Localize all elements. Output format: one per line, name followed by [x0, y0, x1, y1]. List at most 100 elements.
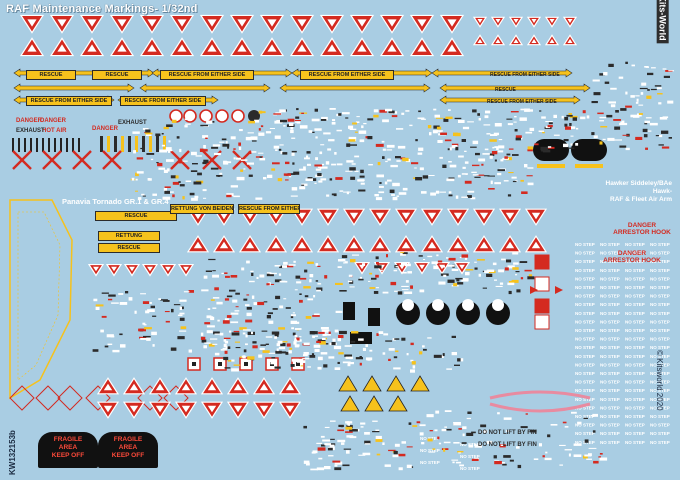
stencil-detail — [378, 191, 385, 194]
vent-bar — [12, 138, 14, 152]
brand-logo: Kits-World — [656, 0, 669, 44]
stencil-detail — [206, 315, 212, 319]
stencil-detail — [222, 347, 228, 349]
stencil-detail — [230, 275, 238, 278]
stencil-detail — [565, 126, 571, 130]
stencil-detail — [506, 259, 512, 263]
no-step-text: NO STEP — [650, 388, 670, 393]
stencil-detail — [167, 168, 170, 172]
stencil-detail — [567, 126, 576, 129]
stencil-detail — [656, 87, 662, 90]
stencil-detail — [369, 287, 376, 289]
no-step-text: NO STEP — [650, 242, 670, 247]
rescue-either-text: RESCUE FROM EITHER SIDE — [490, 72, 560, 78]
stencil-detail — [497, 150, 504, 153]
no-step-text: NO STEP — [650, 371, 670, 376]
stencil-detail — [329, 108, 336, 110]
stencil-detail — [397, 291, 403, 295]
stencil-detail — [290, 129, 294, 134]
stencil-detail — [462, 426, 467, 430]
stencil-detail — [316, 340, 321, 343]
stencil-detail — [269, 272, 277, 275]
stencil-detail — [466, 432, 474, 436]
stencil-detail — [362, 263, 366, 266]
warning-triangle-inner — [505, 212, 515, 220]
stencil-detail — [418, 110, 421, 113]
stencil-detail — [488, 188, 495, 190]
stencil-detail — [451, 145, 456, 149]
stencil-detail — [484, 115, 489, 119]
stencil-detail — [339, 190, 344, 192]
stencil-detail — [453, 283, 458, 287]
stencil-detail — [421, 442, 425, 445]
stencil-detail — [208, 343, 215, 347]
stencil-detail — [312, 450, 318, 454]
stencil-detail — [359, 362, 362, 366]
stencil-detail — [457, 174, 461, 178]
stencil-detail — [243, 298, 248, 301]
stencil-detail — [224, 350, 228, 354]
stencil-detail — [276, 120, 283, 124]
stencil-detail — [300, 277, 307, 280]
no-step-text: NO STEP — [625, 405, 645, 410]
stencil-detail — [272, 162, 280, 165]
stencil-detail — [335, 177, 343, 180]
stencil-detail — [317, 173, 322, 177]
stencil-detail — [291, 327, 294, 330]
stencil-detail — [474, 261, 477, 263]
stencil-detail — [637, 113, 642, 117]
stencil-detail — [205, 137, 208, 139]
stencil-detail — [323, 364, 328, 368]
rescue-either-text: RESCUE FROM EITHER SIDE — [487, 99, 557, 105]
stencil-detail — [201, 149, 208, 152]
stencil-detail — [337, 266, 342, 268]
stencil-detail — [658, 134, 663, 138]
stencil-detail — [470, 197, 476, 200]
no-step-text: NO STEP — [575, 397, 595, 402]
stencil-detail — [307, 177, 313, 180]
stencil-detail — [477, 113, 480, 116]
rescue-either-label: RESCUE FROM EITHER SIDE — [238, 204, 300, 214]
stencil-detail — [386, 254, 388, 258]
stencil-detail — [342, 361, 351, 364]
stencil-detail — [301, 183, 308, 186]
no-step-text: NO STEP — [625, 337, 645, 342]
stencil-detail — [427, 337, 432, 339]
vent-bar — [24, 138, 26, 152]
stencil-detail — [474, 444, 482, 448]
stencil-detail — [223, 161, 229, 165]
stencil-detail — [288, 264, 296, 266]
stencil-detail — [214, 352, 220, 356]
stencil-detail — [206, 120, 213, 124]
stencil-detail — [375, 429, 380, 431]
stencil-detail — [455, 352, 457, 355]
stencil-detail — [383, 333, 389, 336]
stencil-detail — [168, 140, 171, 143]
stencil-detail — [586, 458, 592, 460]
stencil-detail — [366, 357, 373, 361]
red-cross — [170, 150, 190, 170]
no-step-text: NO STEP — [650, 440, 670, 445]
stencil-detail — [455, 147, 459, 151]
stencil-detail — [504, 267, 509, 271]
stencil-detail — [375, 274, 379, 278]
stencil-detail — [320, 435, 325, 438]
warning-triangle-inner — [27, 44, 37, 52]
stencil-detail — [345, 117, 349, 119]
stencil-detail — [436, 117, 444, 119]
stencil-detail — [203, 345, 207, 349]
small-warning-triangle-inner — [165, 266, 171, 272]
no-step-text: NO STEP — [625, 276, 645, 281]
ejection-seat-marking — [486, 301, 510, 325]
stencil-detail — [568, 453, 571, 457]
stencil-detail — [303, 354, 308, 357]
warning-triangle-inner — [207, 383, 217, 391]
stencil-detail — [406, 353, 409, 356]
stencil-detail — [219, 172, 223, 175]
stencil-detail — [169, 191, 174, 193]
stencil-detail — [379, 269, 383, 271]
no-step-text: NO STEP — [600, 276, 620, 281]
no-step-text: NO STEP — [650, 328, 670, 333]
stencil-detail — [373, 291, 379, 294]
stencil-detail — [512, 154, 519, 156]
